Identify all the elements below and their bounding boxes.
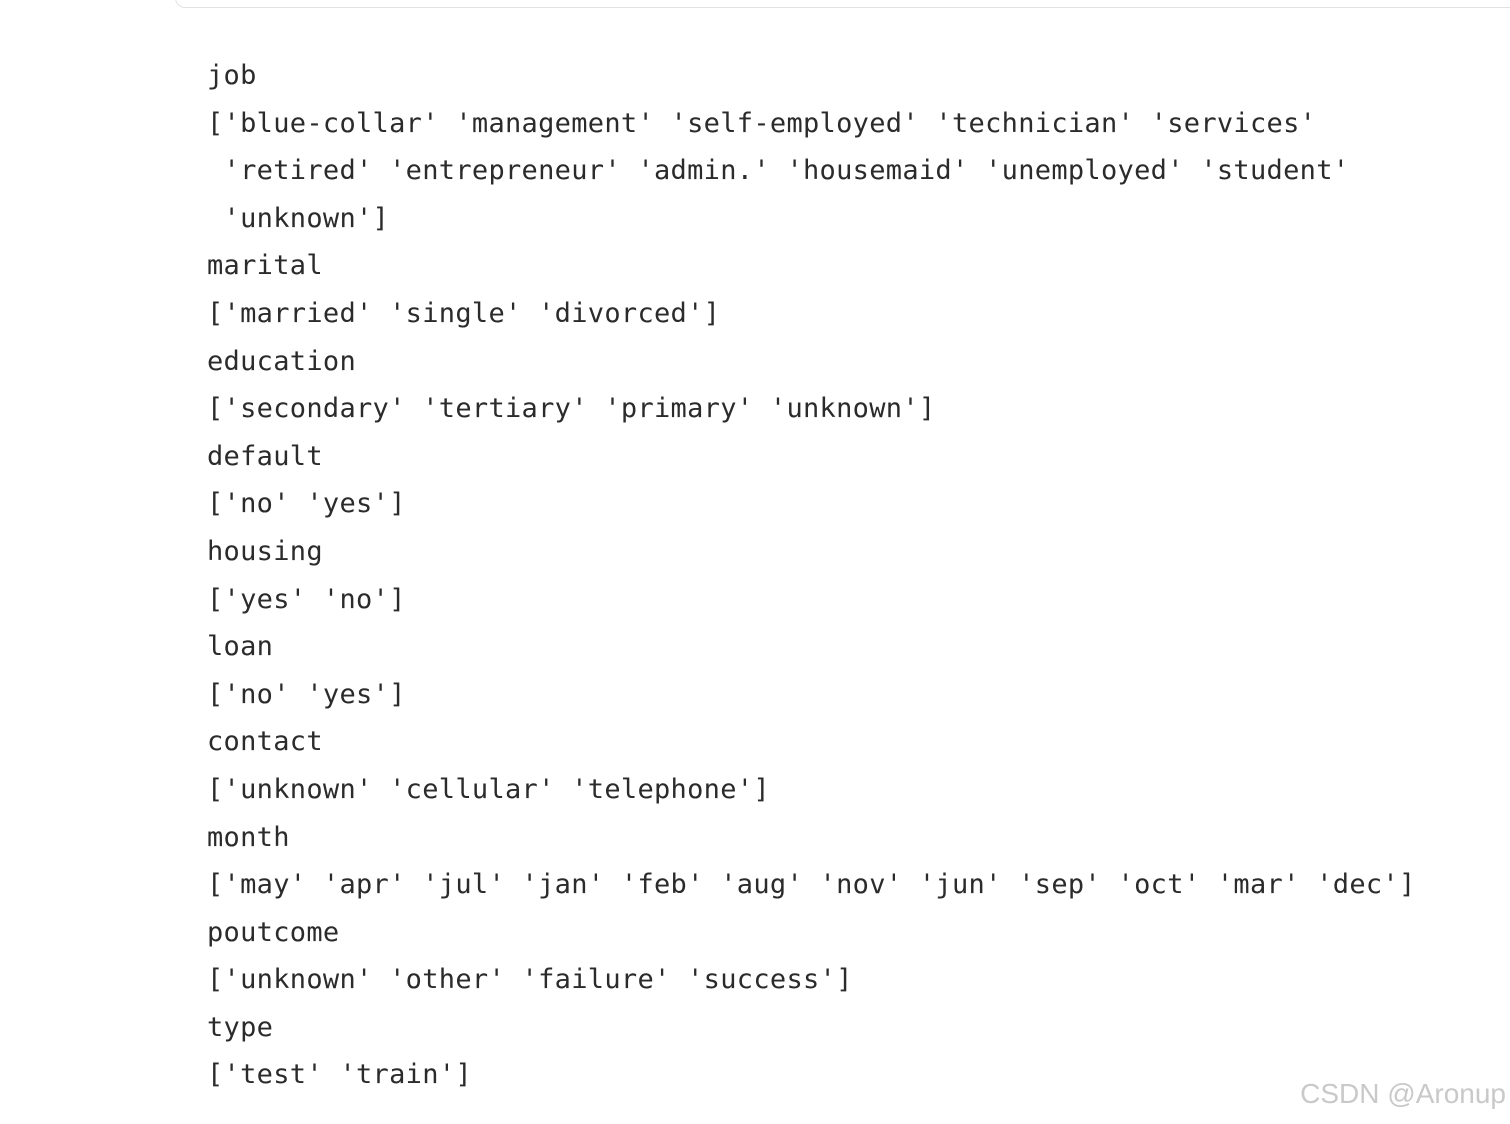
output-line: ['married' 'single' 'divorced']	[207, 297, 721, 329]
output-line: ['no' 'yes']	[207, 678, 406, 710]
output-line: type	[207, 1011, 274, 1043]
output-line: month	[207, 821, 290, 853]
output-line: ['may' 'apr' 'jul' 'jan' 'feb' 'aug' 'no…	[207, 869, 1416, 901]
output-line: job	[207, 60, 257, 91]
output-line: 'unknown']	[207, 202, 390, 234]
output-line: contact	[207, 726, 323, 758]
output-line: 'retired' 'entrepreneur' 'admin.' 'house…	[207, 155, 1350, 187]
output-line: ['blue-collar' 'management' 'self-employ…	[207, 107, 1317, 139]
code-output-block: job ['blue-collar' 'management' 'self-emp…	[207, 52, 1416, 1099]
output-line: default	[207, 440, 323, 472]
output-line: poutcome	[207, 916, 340, 948]
output-line: housing	[207, 535, 323, 567]
output-line: ['test' 'train']	[207, 1059, 472, 1091]
output-line: education	[207, 345, 356, 377]
output-line: ['no' 'yes']	[207, 488, 406, 520]
output-line: ['yes' 'no']	[207, 583, 406, 615]
output-line: ['unknown' 'other' 'failure' 'success']	[207, 964, 853, 996]
output-line: ['unknown' 'cellular' 'telephone']	[207, 773, 770, 805]
watermark: CSDN @Aronup	[1300, 1078, 1506, 1109]
output-line: loan	[207, 631, 274, 663]
previous-block-edge	[175, 0, 1510, 8]
output-line: marital	[207, 250, 323, 282]
output-line: ['secondary' 'tertiary' 'primary' 'unkno…	[207, 393, 936, 425]
